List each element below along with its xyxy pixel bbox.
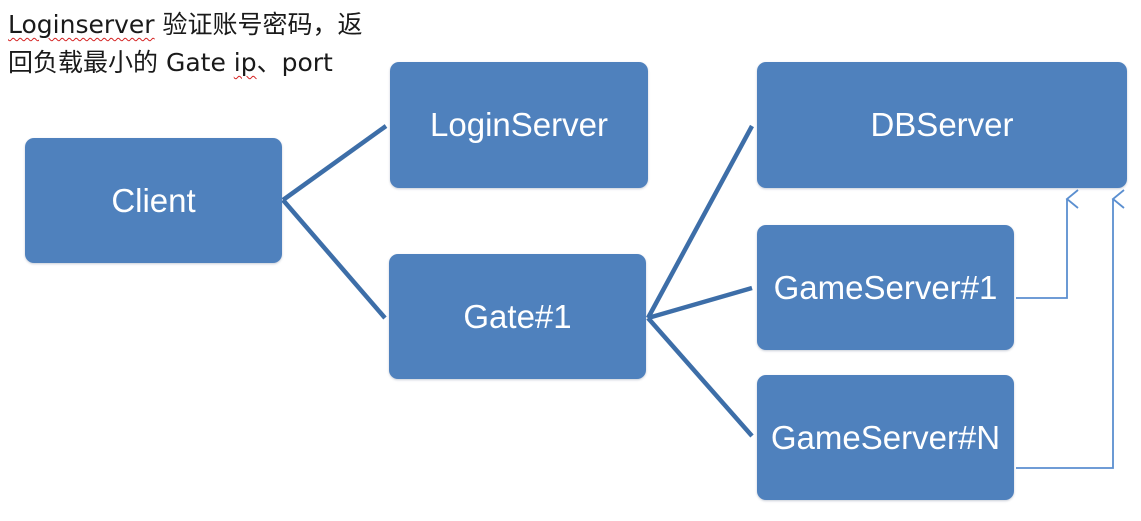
client-to-gate-connector xyxy=(281,198,387,320)
annotation-line-2-text: 回负载最小的 Gate xyxy=(8,48,234,77)
gate-to-dbserver-connector xyxy=(646,124,754,320)
gate-to-gameserver1-connector xyxy=(647,285,753,321)
dbserver-node: DBServer xyxy=(757,62,1127,188)
annotation-spellcheck-ip: ip xyxy=(233,48,257,77)
gate-node-label: Gate#1 xyxy=(463,297,572,335)
gameserver-n-node: GameServer#N xyxy=(757,375,1014,500)
gameserver1-to-dbserver-arrow xyxy=(1016,189,1079,299)
annotation-line-2: 回负载最小的 Gate ip、port xyxy=(8,44,428,82)
gameservern-to-dbserver-arrow xyxy=(1016,189,1125,469)
gameserver-1-node-label: GameServer#1 xyxy=(773,268,998,306)
client-node-label: Client xyxy=(111,181,196,219)
gameserver-n-node-label: GameServer#N xyxy=(770,418,1001,456)
annotation-note: Loginserver 验证账号密码，返 回负载最小的 Gate ip、port xyxy=(8,6,428,82)
dbserver-node-label: DBServer xyxy=(870,106,1014,143)
client-node: Client xyxy=(25,138,282,263)
annotation-line-1-text: 验证账号密码，返 xyxy=(154,10,363,39)
loginserver-node-label: LoginServer xyxy=(430,106,608,143)
annotation-spellcheck-word: Loginserver xyxy=(8,10,155,39)
client-to-loginserver-connector xyxy=(281,124,388,202)
annotation-line-1: Loginserver 验证账号密码，返 xyxy=(8,6,428,44)
loginserver-node: LoginServer xyxy=(390,62,648,188)
gate-node: Gate#1 xyxy=(389,254,646,379)
gameserver-1-node: GameServer#1 xyxy=(757,225,1014,350)
gate-to-gameservern-connector xyxy=(646,316,754,438)
annotation-line-2-tail: 、port xyxy=(256,48,333,77)
